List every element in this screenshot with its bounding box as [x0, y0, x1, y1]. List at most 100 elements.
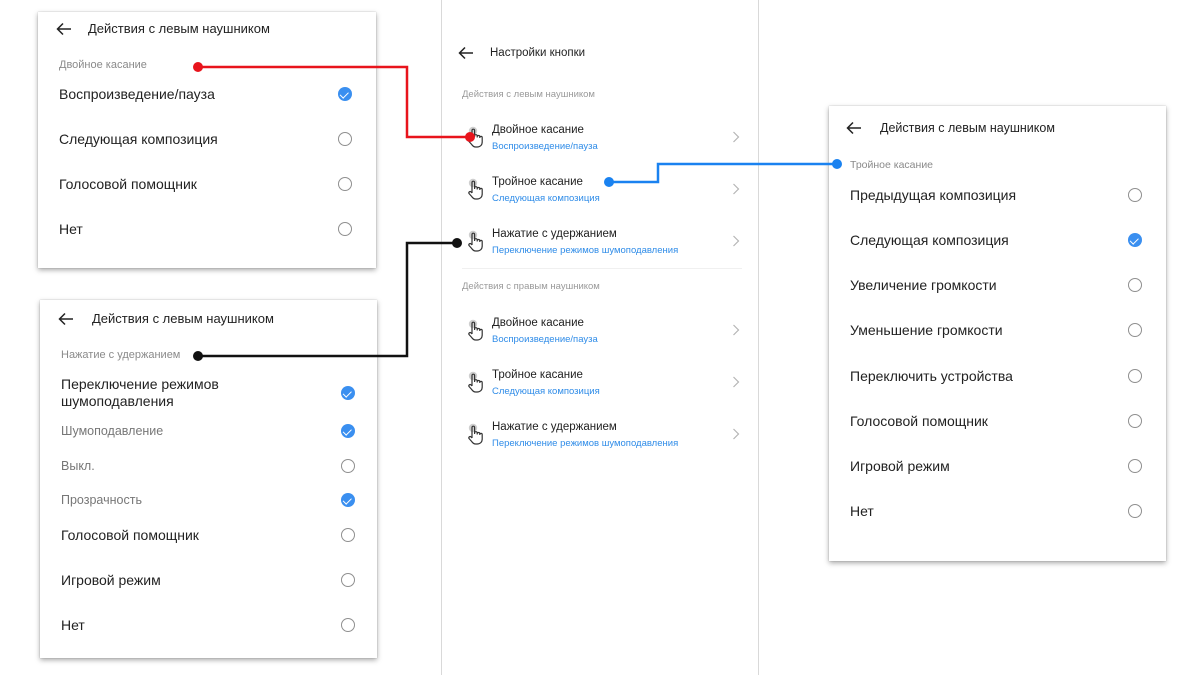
- radio-icon[interactable]: [338, 177, 352, 191]
- option-label: Воспроизведение/пауза: [59, 85, 215, 102]
- chevron-right-icon: [732, 130, 740, 143]
- option-row[interactable]: Игровой режим: [61, 569, 355, 591]
- back-arrow-icon[interactable]: [58, 312, 74, 326]
- option-row[interactable]: Голосовой помощник: [61, 524, 355, 546]
- chevron-right-icon: [732, 375, 740, 388]
- mid-divider-right: [758, 0, 759, 675]
- option-label: Следующая композиция: [850, 231, 1009, 248]
- option-row[interactable]: Увеличение громкости: [850, 274, 1142, 296]
- back-arrow-icon[interactable]: [458, 46, 474, 60]
- radio-icon[interactable]: [1128, 188, 1142, 202]
- gesture-value: Воспроизведение/пауза: [492, 334, 598, 345]
- radio-icon[interactable]: [1128, 414, 1142, 428]
- gesture-value: Воспроизведение/пауза: [492, 141, 598, 152]
- option-row[interactable]: Нет: [850, 500, 1142, 522]
- option-row[interactable]: Переключение режимов шумоподавления: [61, 375, 355, 411]
- option-label: Увеличение громкости: [850, 276, 997, 293]
- section-label: Тройное касание: [850, 159, 934, 171]
- radio-icon[interactable]: [341, 459, 355, 473]
- panel-header: Действия с левым наушником: [56, 21, 270, 36]
- option-label: Переключение режимов шумоподавления: [61, 376, 219, 409]
- option-row[interactable]: Нет: [59, 218, 352, 240]
- gesture-value: Следующая композиция: [492, 193, 600, 204]
- option-row[interactable]: Предыдущая композиция: [850, 184, 1142, 206]
- section-divider: [462, 268, 742, 269]
- radio-icon[interactable]: [1128, 369, 1142, 383]
- radio-icon[interactable]: [1128, 278, 1142, 292]
- option-row[interactable]: Прозрачность: [61, 489, 355, 511]
- option-label: Предыдущая композиция: [850, 186, 1017, 203]
- right-earbud-section-label: Действия с правым наушником: [462, 281, 600, 292]
- gesture-value: Переключение режимов шумоподавления: [492, 245, 679, 256]
- option-label: Нет: [850, 502, 874, 519]
- option-label: Следующая композиция: [59, 130, 218, 147]
- option-label: Нет: [59, 220, 83, 237]
- option-label: Уменьшение громкости: [850, 321, 1003, 338]
- checked-radio-icon[interactable]: [341, 493, 355, 507]
- panel-header: Настройки кнопки: [458, 46, 585, 60]
- panel-title: Действия с левым наушником: [92, 311, 274, 326]
- radio-icon[interactable]: [341, 573, 355, 587]
- gesture-title: Тройное касание: [492, 176, 583, 188]
- gesture-title: Нажатие с удержанием: [492, 228, 617, 240]
- radio-icon[interactable]: [1128, 323, 1142, 337]
- option-row[interactable]: Выкл.: [61, 455, 355, 477]
- panel-header: Действия с левым наушником: [58, 311, 274, 326]
- option-row[interactable]: Игровой режим: [850, 455, 1142, 477]
- chevron-right-icon: [732, 234, 740, 247]
- checked-radio-icon[interactable]: [338, 87, 352, 101]
- panel-title: Настройки кнопки: [490, 47, 586, 59]
- gesture-title: Нажатие с удержанием: [492, 421, 617, 433]
- checked-radio-icon[interactable]: [341, 424, 355, 438]
- panel-title: Действия с левым наушником: [880, 121, 1055, 135]
- panel-press-hold: Действия с левым наушником Нажатие с уде…: [40, 300, 377, 658]
- option-row[interactable]: Переключить устройства: [850, 365, 1142, 387]
- panel-double-tap: Действия с левым наушником Двойное касан…: [38, 12, 376, 268]
- chevron-right-icon: [732, 323, 740, 336]
- option-label: Игровой режим: [850, 457, 950, 474]
- radio-icon[interactable]: [1128, 459, 1142, 473]
- radio-icon[interactable]: [1128, 504, 1142, 518]
- option-label: Шумоподавление: [61, 423, 164, 438]
- section-label: Нажатие с удержанием: [61, 349, 181, 361]
- gesture-value: Следующая композиция: [492, 386, 600, 397]
- chevron-right-icon: [732, 182, 740, 195]
- back-arrow-icon[interactable]: [846, 121, 862, 135]
- tap-gesture-icon: [466, 423, 484, 445]
- connector-blue: [604, 159, 842, 187]
- left-earbud-section-label: Действия с левым наушником: [462, 89, 595, 100]
- checked-radio-icon[interactable]: [1128, 233, 1142, 247]
- panel-title: Действия с левым наушником: [88, 21, 270, 36]
- option-label: Нет: [61, 616, 85, 633]
- option-row[interactable]: Нет: [61, 614, 355, 636]
- gesture-title: Двойное касание: [492, 124, 584, 136]
- option-row[interactable]: Голосовой помощник: [59, 173, 352, 195]
- option-row[interactable]: Следующая композиция: [59, 128, 352, 150]
- panel-triple-tap: Действия с левым наушником Тройное касан…: [829, 106, 1166, 561]
- back-arrow-icon[interactable]: [56, 22, 72, 36]
- option-row[interactable]: Воспроизведение/пауза: [59, 83, 352, 105]
- option-row[interactable]: Уменьшение громкости: [850, 319, 1142, 341]
- radio-icon[interactable]: [341, 528, 355, 542]
- option-row[interactable]: Шумоподавление: [61, 420, 355, 442]
- radio-icon[interactable]: [338, 132, 352, 146]
- radio-icon[interactable]: [341, 618, 355, 632]
- checked-radio-icon[interactable]: [341, 386, 355, 400]
- section-label: Двойное касание: [59, 59, 147, 71]
- option-label: Переключить устройства: [850, 367, 1013, 384]
- gesture-title: Двойное касание: [492, 317, 584, 329]
- connector-red: [193, 62, 475, 142]
- option-row[interactable]: Голосовой помощник: [850, 410, 1142, 432]
- gesture-title: Тройное касание: [492, 369, 583, 381]
- option-label: Голосовой помощник: [59, 175, 197, 192]
- connector-black: [193, 238, 462, 361]
- radio-icon[interactable]: [338, 222, 352, 236]
- option-row[interactable]: Следующая композиция: [850, 229, 1142, 251]
